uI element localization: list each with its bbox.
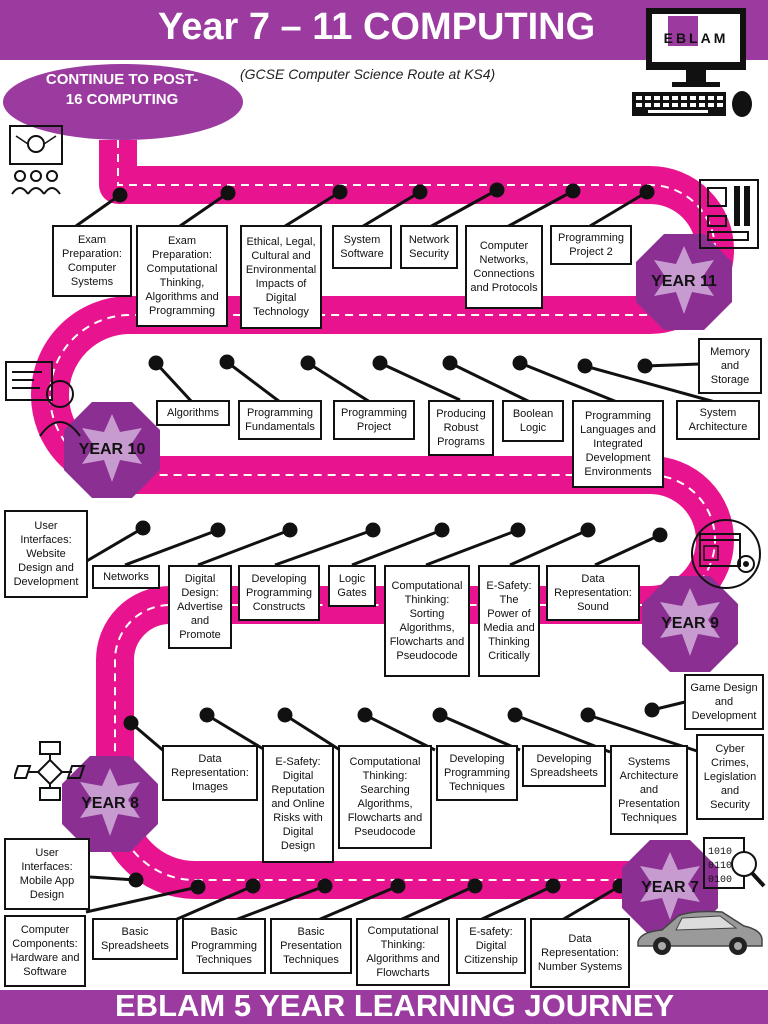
topic-box: Basic Spreadsheets: [92, 918, 178, 960]
svg-text:EBLAM: EBLAM: [664, 30, 729, 46]
monitor-keyboard-mouse-icon: EBLAM: [632, 8, 752, 117]
year-9-badge: YEAR 9: [642, 576, 738, 672]
bottom-banner: EBLAM 5 YEAR LEARNING JOURNEY: [0, 988, 768, 1024]
topic-box: Data Representation: Sound: [546, 565, 640, 621]
topic-box: Programming Fundamentals: [238, 400, 322, 440]
topic-box: E-Safety: Digital Reputation and Online …: [262, 745, 334, 863]
svg-text:0110: 0110: [708, 861, 732, 872]
topic-box: Computational Thinking: Sorting Algorith…: [384, 565, 470, 677]
page-subtitle: (GCSE Computer Science Route at KS4): [240, 66, 496, 82]
year-11-label: YEAR 11: [651, 273, 717, 290]
topic-box: System Software: [332, 225, 392, 269]
topic-box: Computational Thinking: Algorithms and F…: [356, 918, 450, 986]
topic-box: User Interfaces: Website Design and Deve…: [4, 510, 88, 598]
topic-box: Programming Project: [333, 400, 415, 440]
topic-box: Data Representation: Images: [162, 745, 258, 801]
topic-box: Boolean Logic: [502, 400, 564, 442]
topic-box: Computer Components: Hardware and Softwa…: [4, 915, 86, 987]
topic-box: Exam Preparation: Computational Thinking…: [136, 225, 228, 327]
topic-box: Network Security: [400, 225, 458, 269]
topic-box: Ethical, Legal, Cultural and Environment…: [240, 225, 322, 329]
topic-box: Computational Thinking: Searching Algori…: [338, 745, 432, 849]
topic-box: Data Representation: Number Systems: [530, 918, 630, 988]
year-10-badge: YEAR 10: [64, 402, 160, 498]
year-9-label: YEAR 9: [661, 615, 719, 632]
year-10-label: YEAR 10: [78, 441, 146, 458]
continue-bubble: [3, 64, 243, 140]
connectors: [75, 182, 716, 922]
year-11-badge: YEAR 11: [636, 234, 732, 330]
topic-box: Developing Programming Techniques: [436, 745, 518, 801]
svg-text:0100: 0100: [708, 875, 732, 886]
footer-title: EBLAM 5 YEAR LEARNING JOURNEY: [115, 988, 675, 1023]
binary-magnifier-icon: 1010 0110 0100: [703, 837, 766, 889]
topic-box: Networks: [92, 565, 160, 589]
topic-box: Basic Presentation Techniques: [270, 918, 352, 974]
topic-box: Developing Spreadsheets: [522, 745, 606, 787]
page-title: Year 7 – 11 COMPUTING: [158, 6, 596, 48]
topic-box: Producing Robust Programs: [428, 400, 494, 456]
topic-box: Memory and Storage: [698, 338, 762, 394]
top-banner: Year 7 – 11 COMPUTING: [0, 0, 768, 60]
topic-box: Exam Preparation: Computer Systems: [52, 225, 132, 297]
svg-text:1010: 1010: [708, 847, 732, 858]
topic-box: Programming Languages and Integrated Dev…: [572, 400, 664, 488]
motherboard-icon: [699, 179, 759, 249]
topic-box: Computer Networks, Connections and Proto…: [465, 225, 543, 309]
topic-box: Algorithms: [156, 400, 230, 426]
teacher-presentation-icon: [9, 125, 63, 195]
topic-box: Programming Project 2: [550, 225, 632, 265]
year-8-label: YEAR 8: [81, 795, 139, 812]
topic-box: E-Safety: The Power of Media and Thinkin…: [478, 565, 540, 677]
topic-box: Game Design and Development: [684, 674, 764, 730]
topic-box: System Architecture: [676, 400, 760, 440]
topic-box: Basic Programming Techniques: [182, 918, 266, 974]
year-8-badge: YEAR 8: [62, 756, 158, 852]
web-design-icon: [691, 519, 761, 589]
continue-label: CONTINUE TO POST-16 COMPUTING: [45, 71, 199, 108]
topic-box: User Interfaces: Mobile App Design: [4, 838, 90, 910]
car-icon: [637, 910, 763, 955]
year-7-label: YEAR 7: [641, 879, 699, 896]
topic-box: Systems Architecture and Presentation Te…: [610, 745, 688, 835]
topic-box: Developing Programming Constructs: [238, 565, 320, 621]
topic-box: E-safety: Digital Citizenship: [456, 918, 526, 974]
programmer-icon: [5, 361, 81, 437]
topic-box: Cyber Crimes, Legislation and Security: [696, 734, 764, 820]
topic-box: Digital Design: Advertise and Promote: [168, 565, 232, 649]
flowchart-icon: [14, 741, 86, 801]
topic-box: Logic Gates: [328, 565, 376, 607]
